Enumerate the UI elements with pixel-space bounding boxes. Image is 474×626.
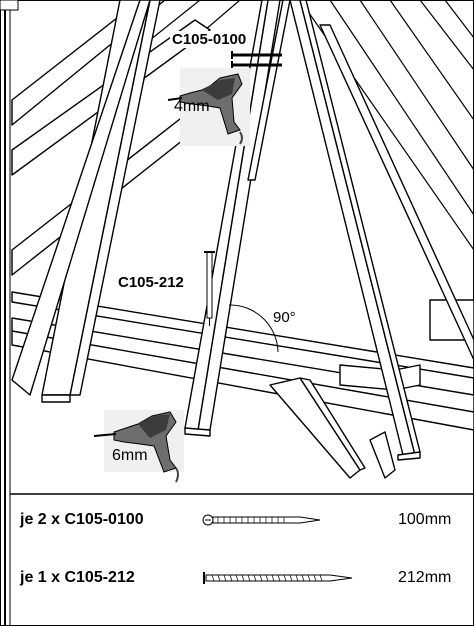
drill-icon (93, 410, 184, 483)
drill-bottom-bit-label: 6mm (112, 447, 148, 465)
long-screw-diagram-icon (204, 251, 215, 326)
drill-icon (167, 68, 250, 146)
short-screws-diagram-icon (231, 51, 282, 69)
side-screw-label: C105-212 (116, 274, 186, 291)
top-screw-label: C105-0100 (170, 31, 249, 48)
short-screw-icon (202, 514, 321, 526)
parts-row-1-length: 100mm (398, 511, 452, 528)
parts-row-2-qty: je 1 x C105-212 (20, 569, 135, 586)
angle-label: 90° (272, 309, 297, 326)
angle-arc (228, 304, 279, 353)
parts-row-2-length: 212mm (398, 569, 452, 586)
parts-row-1-qty: je 2 x C105-0100 (20, 511, 144, 528)
drill-top-bit-label: 4mm (174, 98, 210, 115)
long-screw-icon (203, 572, 353, 584)
